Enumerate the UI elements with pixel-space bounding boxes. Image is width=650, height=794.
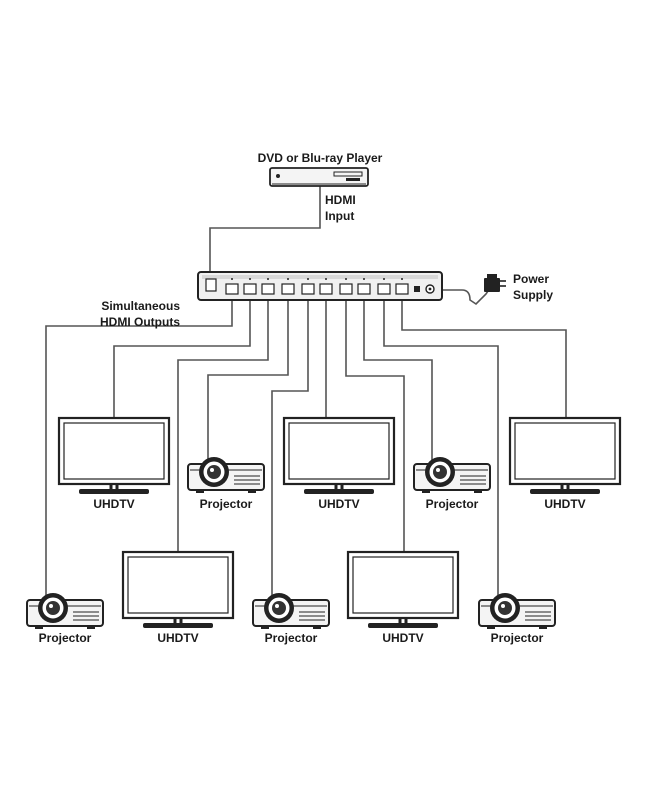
splitter-output-ports — [225, 283, 409, 295]
output-port-8 — [357, 283, 371, 295]
uhdtv-4 — [121, 550, 235, 630]
hdmi-input-cable — [209, 186, 321, 276]
power-cable — [436, 287, 491, 306]
uhdtv-1 — [57, 416, 171, 496]
uhdtv-4-label: UHDTV — [157, 631, 198, 645]
output-cable-4 — [207, 300, 289, 462]
output-port-5 — [301, 283, 315, 295]
outputs-label-line1: Simultaneous — [101, 299, 180, 313]
player-label: DVD or Blu-ray Player — [258, 151, 383, 165]
uhdtv-3-label: UHDTV — [544, 497, 585, 511]
power-adapter-icon — [484, 274, 506, 292]
output-cable-5 — [271, 300, 309, 598]
projector-4 — [252, 592, 330, 630]
blu-ray-player — [269, 167, 369, 187]
projector-2-label: Projector — [426, 497, 479, 511]
status-led-row — [231, 278, 403, 280]
output-port-4 — [281, 283, 295, 295]
projector-3-label: Projector — [39, 631, 92, 645]
player-body — [269, 167, 369, 187]
output-port-7 — [339, 283, 353, 295]
output-cable-10 — [401, 300, 567, 420]
uhdtv-2-label: UHDTV — [318, 497, 359, 511]
splitter-input-port — [205, 278, 217, 292]
uhdtv-3 — [508, 416, 622, 496]
projector-1 — [187, 456, 265, 494]
projector-1-label: Projector — [200, 497, 253, 511]
hdmi-input-label-line1: HDMI — [325, 193, 356, 207]
projector-5 — [478, 592, 556, 630]
output-cable-6 — [325, 300, 340, 419]
player-disc-slot — [333, 171, 363, 177]
projector-5-label: Projector — [491, 631, 544, 645]
player-power-button-icon — [276, 174, 280, 178]
output-port-1 — [225, 283, 239, 295]
power-label-line2: Supply — [513, 288, 553, 302]
splitter-switch — [414, 286, 420, 292]
output-cable-1 — [45, 300, 233, 598]
output-port-9 — [377, 283, 391, 295]
outputs-label-line2: HDMI Outputs — [100, 315, 180, 329]
uhdtv-5-label: UHDTV — [382, 631, 423, 645]
output-cable-3 — [177, 300, 269, 552]
hdmi-input-label-line2: Input — [325, 209, 354, 223]
cables — [45, 186, 567, 598]
output-cable-8 — [363, 300, 433, 462]
output-cable-9 — [383, 300, 499, 598]
uhdtv-1-label: UHDTV — [93, 497, 134, 511]
hdmi-splitter — [197, 271, 443, 301]
output-port-3 — [261, 283, 275, 295]
output-port-2 — [243, 283, 257, 295]
output-cable-2 — [113, 300, 251, 420]
power-label-line1: Power — [513, 272, 549, 286]
output-cable-7 — [345, 300, 405, 552]
output-port-10 — [395, 283, 409, 295]
projector-4-label: Projector — [265, 631, 318, 645]
projector-3 — [26, 592, 104, 630]
uhdtv-5 — [346, 550, 460, 630]
projector-2 — [413, 456, 491, 494]
output-port-6 — [319, 283, 333, 295]
uhdtv-2 — [282, 416, 396, 496]
